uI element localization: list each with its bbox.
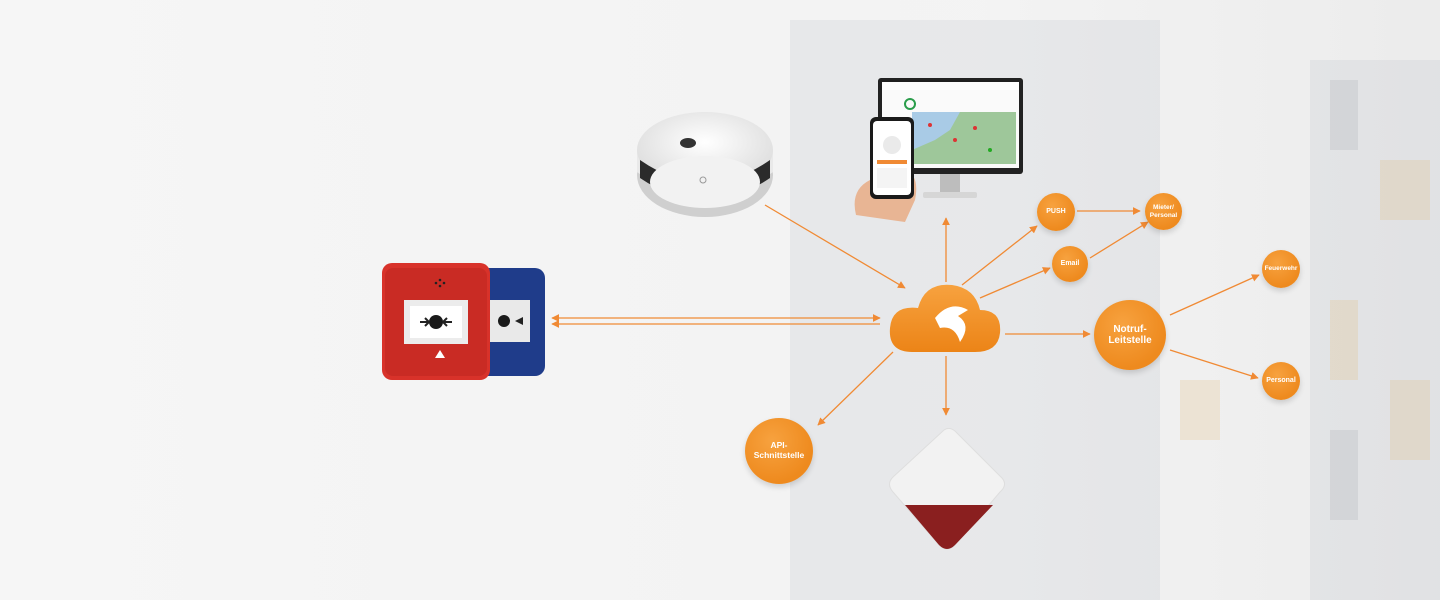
node-mieter-personal: Mieter/ Personal <box>1145 193 1182 230</box>
smartphone-app-icon <box>854 117 917 222</box>
arrow-notruf-to-personal <box>1169 349 1259 380</box>
fox-logo-icon <box>935 306 968 342</box>
node-email: Email <box>1052 246 1088 282</box>
manual-call-point-red-icon <box>382 263 490 380</box>
node-push: PUSH <box>1037 193 1075 231</box>
node-api-schnittstelle: API- Schnittstelle <box>745 418 813 484</box>
connections <box>551 204 1260 426</box>
smoke-detector-icon <box>637 112 773 217</box>
arrow-cloud-to-push <box>961 225 1038 286</box>
siren-icon <box>889 427 1006 550</box>
arrow-email-to-mieter <box>1089 221 1149 259</box>
node-notruf-leitstelle: Notruf- Leitstelle <box>1094 300 1166 370</box>
node-feuerwehr: Feuerwehr <box>1262 250 1300 288</box>
arrow-detector-to-cloud <box>764 204 906 289</box>
arrow-cloud-to-email <box>979 267 1051 299</box>
cloud-hub-icon <box>889 284 1001 352</box>
arrow-cloud-to-api <box>817 351 894 426</box>
node-personal: Personal <box>1262 362 1300 400</box>
arrow-notruf-to-feuerwehr <box>1169 274 1260 316</box>
building-silhouette-right <box>1310 60 1440 600</box>
